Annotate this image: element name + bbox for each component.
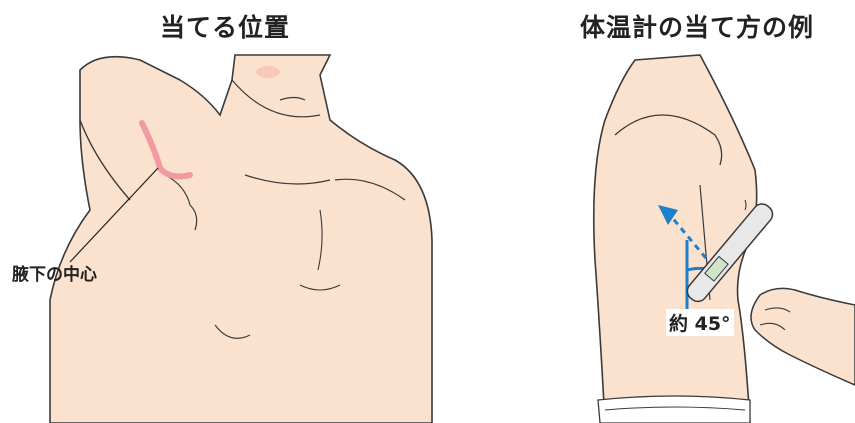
raised-arm-and-torso [50, 55, 432, 423]
hand [751, 288, 855, 385]
left-illustration-panel: 当てる位置 腋下の中心 [0, 0, 440, 423]
side-torso-illustration [560, 0, 855, 423]
armpit-center-label: 腋下の中心 [12, 260, 97, 285]
torso-front-illustration [0, 0, 440, 423]
angle-label: 約 45° [666, 309, 734, 336]
right-illustration-panel: 体温計の当て方の例 約 45° [560, 0, 855, 423]
